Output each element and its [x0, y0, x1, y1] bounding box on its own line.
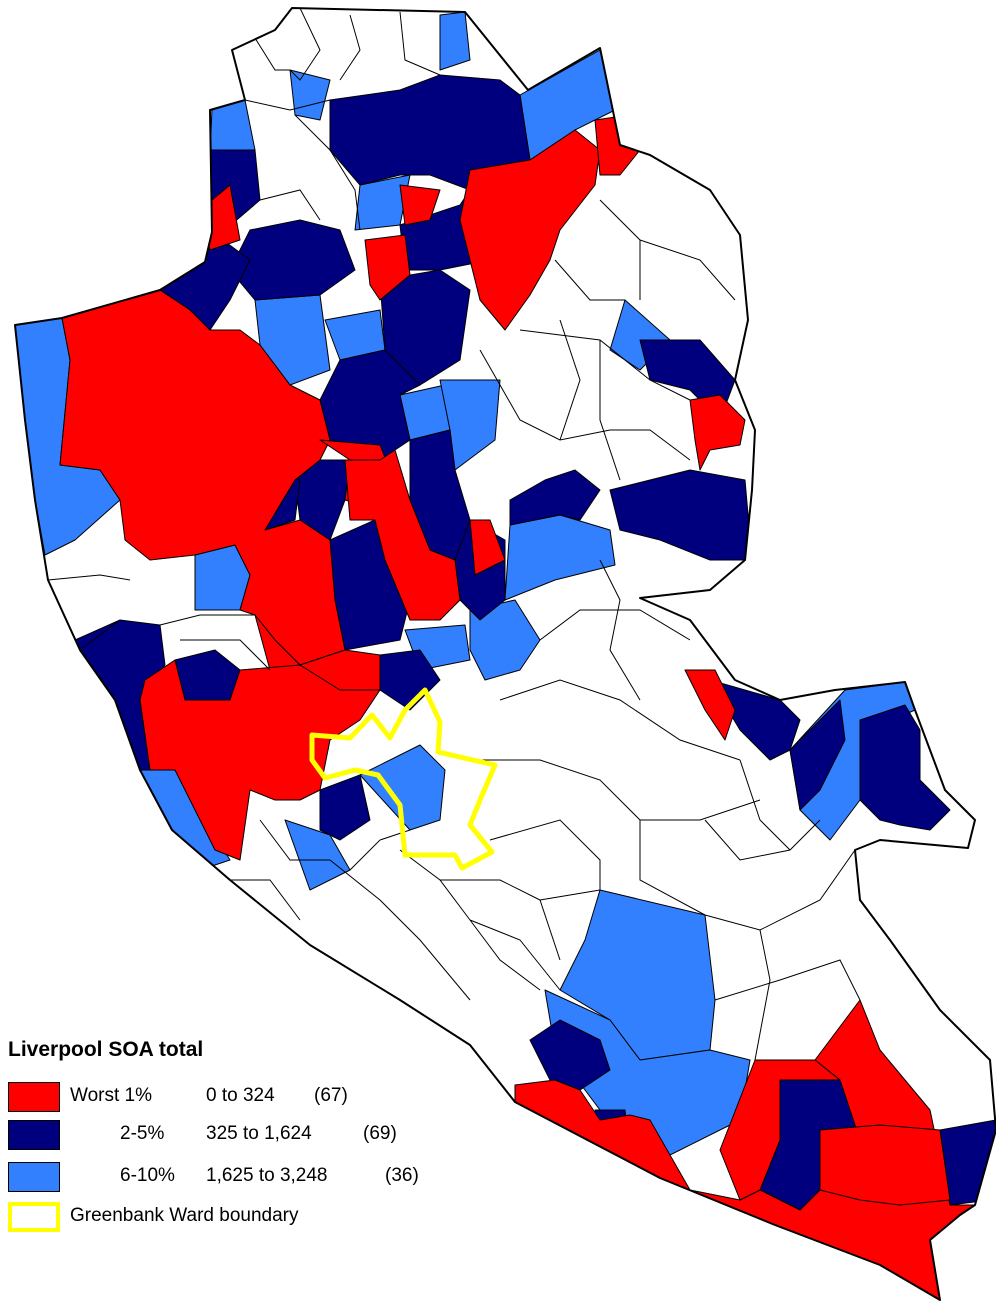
area-worst1-north-2	[364, 234, 411, 301]
legend-swatch-red	[8, 1082, 60, 1112]
area-worst1-southwest-big	[139, 659, 381, 861]
area-2-5-east-lobe-2	[789, 699, 846, 811]
legend-range-label: 325 to 1,624	[206, 1123, 312, 1144]
legend-band-label: 6-10%	[120, 1165, 175, 1186]
area-6-10-north	[439, 11, 471, 71]
legend-band-label: 2-5%	[120, 1123, 165, 1144]
area-2-5-south-1	[529, 1019, 611, 1091]
area-2-5-east-lobe-3	[859, 704, 951, 831]
legend-count-label: (67)	[314, 1085, 348, 1106]
area-6-10-center-5	[469, 599, 541, 681]
legend-title: Liverpool SOA total	[8, 1038, 204, 1061]
area-worst1-east-2	[684, 669, 736, 741]
area-worst1-northeast	[459, 129, 601, 331]
area-2-5-center-8	[509, 469, 601, 526]
legend-range-label: 1,625 to 3,248	[206, 1165, 328, 1186]
legend-row-2-5: 2-5% 325 to 1,624 (69)	[8, 1120, 528, 1150]
city-outline	[14, 7, 996, 1301]
legend-swatch-ward-outline	[8, 1202, 60, 1232]
legend-band-label: Worst 1%	[70, 1085, 153, 1106]
legend-swatch-dark-blue	[8, 1120, 60, 1150]
area-6-10-center-3	[439, 379, 501, 471]
area-2-5-greenbank-west	[319, 774, 371, 841]
legend-row-worst1: Worst 1% 0 to 324 (67)	[8, 1082, 528, 1112]
greenbank-ward-boundary	[309, 687, 498, 871]
area-worst1-east-1	[689, 394, 746, 471]
legend-row-ward: Greenbank Ward boundary	[8, 1202, 528, 1232]
legend-range-label: 0 to 324	[206, 1085, 275, 1106]
soa-boundaries	[47, 8, 861, 1061]
area-worst1-south-center	[719, 1059, 841, 1201]
legend-count-label: (69)	[363, 1123, 397, 1144]
area-worst1-center-2	[344, 449, 461, 621]
legend-row-6-10: 6-10% 1,625 to 3,248 (36)	[8, 1162, 528, 1192]
area-worst1-west-big	[59, 289, 346, 666]
legend-count-label: (36)	[385, 1165, 419, 1186]
area-worst1-center-3	[469, 519, 506, 576]
area-worst1-southeast	[819, 1124, 951, 1206]
legend-ward-label: Greenbank Ward boundary	[70, 1205, 299, 1226]
area-2-5-east-2	[609, 469, 753, 561]
legend-swatch-light-blue	[8, 1162, 60, 1192]
legend: Liverpool SOA total Worst 1% 0 to 324 (6…	[8, 1038, 528, 1238]
area-worst1-north-1	[399, 184, 441, 226]
